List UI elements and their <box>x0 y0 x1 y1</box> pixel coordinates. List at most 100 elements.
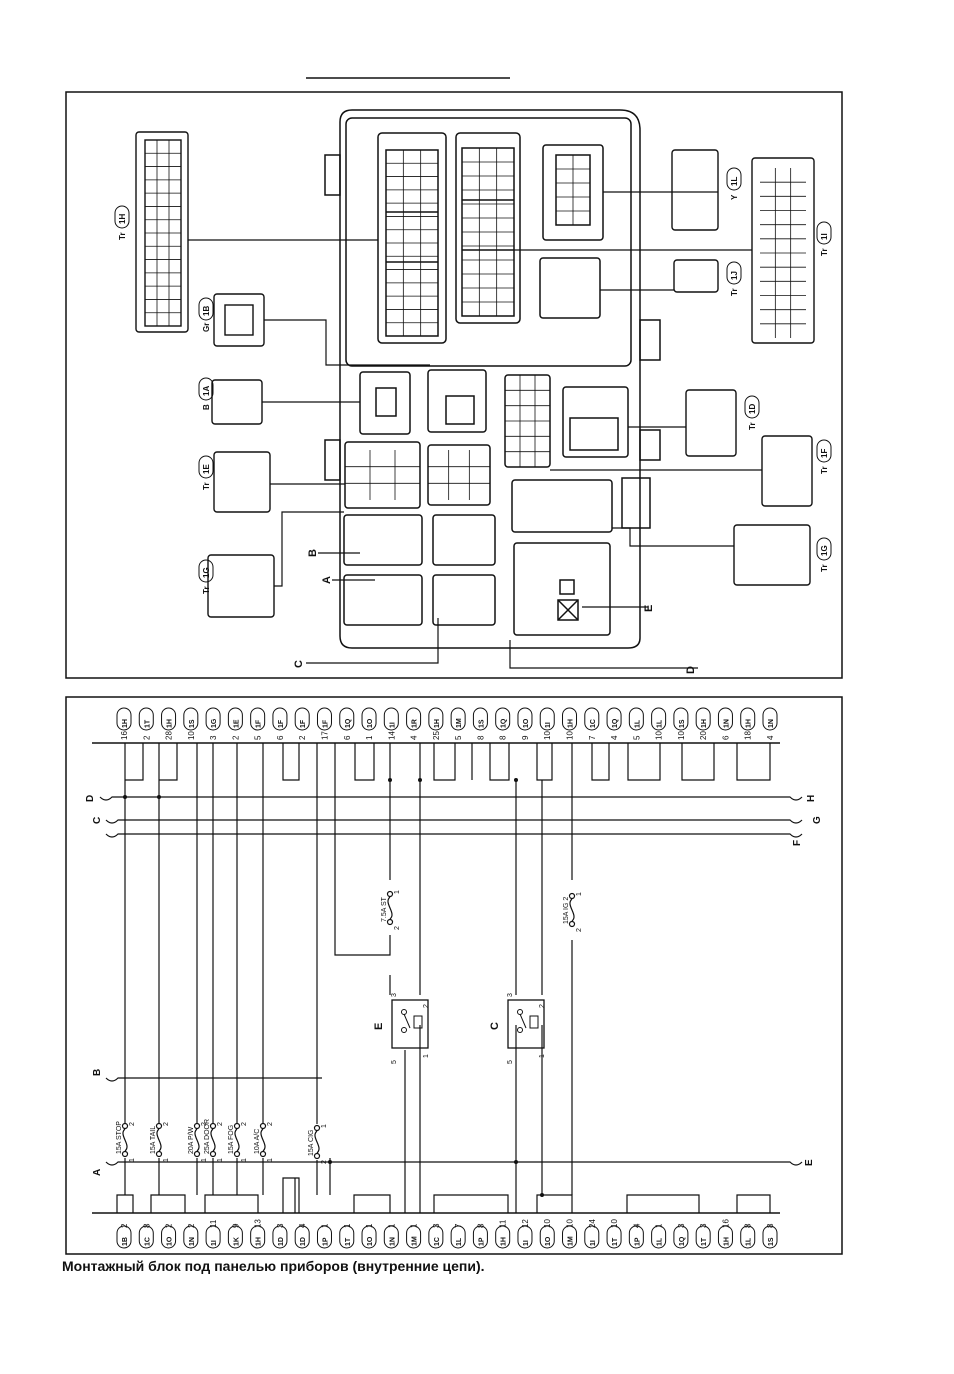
svg-text:18: 18 <box>744 731 753 740</box>
svg-text:3: 3 <box>699 1223 708 1228</box>
bottom-pin-label: 1N1 <box>383 1223 399 1249</box>
relay-c-name: C <box>489 1022 501 1030</box>
fuse-pin: 2 <box>321 1160 328 1164</box>
svg-text:10: 10 <box>187 731 196 740</box>
svg-text:1H: 1H <box>118 214 127 224</box>
fuse <box>155 1122 163 1158</box>
svg-text:2: 2 <box>142 735 151 740</box>
fuse <box>121 1122 129 1158</box>
bottom-pin-label: 1L7 <box>450 1223 466 1249</box>
fuse-pin: 2 <box>267 1122 274 1126</box>
svg-text:1T: 1T <box>345 1237 352 1246</box>
svg-text:7: 7 <box>588 735 597 740</box>
svg-text:11: 11 <box>209 1219 218 1228</box>
svg-text:7: 7 <box>454 1223 463 1228</box>
svg-text:13: 13 <box>254 1219 263 1228</box>
svg-text:Gr: Gr <box>202 323 211 332</box>
svg-text:3: 3 <box>209 735 218 740</box>
svg-text:1H: 1H <box>723 1237 730 1246</box>
svg-text:10: 10 <box>610 1219 619 1228</box>
top-pin-label: 1C7 <box>584 707 600 740</box>
diagram-caption: Монтажный блок под панелью приборов (вну… <box>62 1258 485 1274</box>
fuse-pin: 1 <box>201 1158 208 1162</box>
svg-text:10: 10 <box>566 1219 575 1228</box>
svg-text:4: 4 <box>632 1223 641 1228</box>
fuse-pin: 1 <box>217 1158 224 1162</box>
svg-text:5: 5 <box>454 735 463 740</box>
top-pin-label: 1F6 <box>272 707 288 740</box>
fuse-pin: 2 <box>217 1122 224 1126</box>
svg-text:Tr: Tr <box>748 422 757 430</box>
svg-text:Tr: Tr <box>820 466 829 474</box>
tag-1A: 1A B <box>198 377 214 410</box>
bottom-pin-label: 1Q3 <box>673 1223 689 1249</box>
svg-text:1P: 1P <box>634 1237 641 1246</box>
top-pin-label: 1E2 <box>227 707 243 740</box>
svg-text:1I: 1I <box>545 722 552 728</box>
svg-text:1Q: 1Q <box>612 718 619 728</box>
bottom-pin-label: 1L8 <box>740 1223 756 1249</box>
svg-text:5: 5 <box>391 1060 398 1064</box>
svg-text:1R: 1R <box>412 719 419 728</box>
svg-text:4: 4 <box>610 735 619 740</box>
svg-text:1P: 1P <box>322 1237 329 1246</box>
svg-text:1T: 1T <box>612 1237 619 1246</box>
svg-text:10: 10 <box>566 731 575 740</box>
svg-text:1Q: 1Q <box>679 1236 686 1246</box>
svg-text:1E: 1E <box>202 464 211 474</box>
svg-text:1L: 1L <box>634 719 641 728</box>
svg-text:1G: 1G <box>202 567 211 578</box>
svg-text:11: 11 <box>499 1219 508 1228</box>
svg-text:1B: 1B <box>202 306 211 316</box>
svg-text:1T: 1T <box>144 719 151 728</box>
connector-pin-grids <box>145 140 806 500</box>
tag-1G-right: 1G Tr <box>816 537 832 572</box>
svg-text:5: 5 <box>632 735 641 740</box>
fuse-label: 15A IG 2 <box>563 897 570 924</box>
svg-text:1K: 1K <box>233 1237 240 1246</box>
bottom-pin-label: 1O1 <box>361 1223 377 1249</box>
fuse-label: 15A FOG <box>228 1125 235 1154</box>
fuse <box>568 892 576 928</box>
svg-text:2: 2 <box>423 1004 430 1008</box>
svg-text:1: 1 <box>365 1223 374 1228</box>
top-pin-label: 1M5 <box>450 707 466 740</box>
bus-d: D <box>85 795 96 802</box>
svg-text:17: 17 <box>320 731 329 740</box>
bottom-pin-label: 1D3 <box>272 1223 288 1249</box>
svg-text:3: 3 <box>391 993 398 997</box>
fuse <box>193 1122 201 1158</box>
svg-text:1O: 1O <box>523 718 530 728</box>
svg-text:2: 2 <box>165 1223 174 1228</box>
fuse-pin: 2 <box>163 1122 170 1126</box>
top-pin-label: 1F5 <box>250 707 266 740</box>
tag-1D-right: 1D Tr <box>744 395 760 430</box>
bottom-pin-label: 1C8 <box>138 1223 154 1249</box>
svg-text:4: 4 <box>298 1223 307 1228</box>
svg-text:1B: 1B <box>122 1237 129 1246</box>
svg-text:8: 8 <box>499 735 508 740</box>
svg-text:1M: 1M <box>412 1236 419 1246</box>
fuse <box>313 1124 321 1160</box>
svg-text:1N: 1N <box>389 1237 396 1246</box>
bottom-pin-label: 1D4 <box>294 1223 310 1249</box>
svg-text:B: B <box>202 404 211 410</box>
svg-text:1I: 1I <box>820 233 829 240</box>
connector-tags: 1H Tr 1B Gr 1A B 1E Tr 1G Tr 1L Y <box>114 167 832 594</box>
svg-text:1H: 1H <box>501 1237 508 1246</box>
tag-1G-left: 1G Tr <box>198 559 214 594</box>
svg-text:1I: 1I <box>211 1240 218 1246</box>
svg-text:1D: 1D <box>278 1237 285 1246</box>
svg-text:8: 8 <box>142 1223 151 1228</box>
top-pin-label: 1R 4 <box>406 707 422 740</box>
svg-text:4: 4 <box>410 735 419 740</box>
